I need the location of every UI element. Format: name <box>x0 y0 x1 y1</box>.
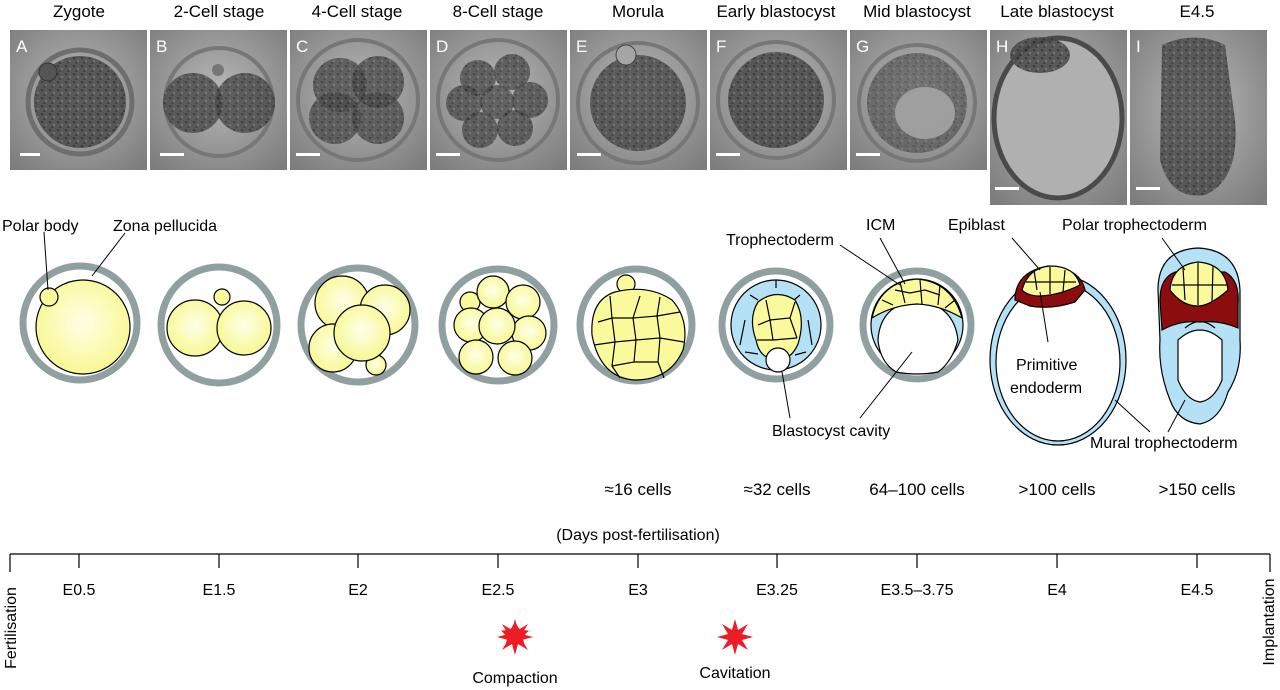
cell-count: >100 cells <box>1018 480 1095 499</box>
micrograph-panel-e: E <box>570 30 707 170</box>
label-polar-body: Polar body <box>2 218 79 235</box>
micrograph-row: A B C <box>10 30 1267 205</box>
micrograph-panel-a: A <box>10 30 147 170</box>
panel-letter: D <box>436 37 448 56</box>
timeline-tick: E0.5 <box>63 582 96 599</box>
panel-letter: E <box>576 37 587 56</box>
schematic-e4-5 <box>1157 247 1241 425</box>
micrograph-panel-d: D <box>430 30 567 170</box>
timeline-tick: E4 <box>1047 582 1067 599</box>
stage-title: Late blastocyst <box>1000 2 1114 21</box>
label-polar-trophectoderm: Polar trophectoderm <box>1062 217 1207 234</box>
micrograph-panel-f: F <box>710 30 847 170</box>
micrograph-panel-g: G <box>850 30 987 170</box>
cell-counts: ≈16 cells ≈32 cells 64–100 cells >100 ce… <box>605 480 1236 499</box>
panel-letter: I <box>1136 37 1141 56</box>
schematic-late-blastocyst <box>989 265 1127 446</box>
schematic-row <box>19 247 1241 446</box>
timeline-tick: E2 <box>348 582 368 599</box>
label-icm: ICM <box>866 217 895 234</box>
label-mural-trophectoderm: Mural trophectoderm <box>1090 435 1238 452</box>
schematic-4-cell <box>297 264 419 386</box>
stage-title: 4-Cell stage <box>312 2 403 21</box>
timeline-tick: E3.5–3.75 <box>881 582 954 599</box>
timeline-start-label: Fertilisation <box>3 587 20 669</box>
event-cavitation: Cavitation <box>699 665 770 682</box>
event-compaction: Compaction <box>472 670 557 687</box>
timeline-title: (Days post-fertilisation) <box>556 527 720 544</box>
label-blastocyst-cavity: Blastocyst cavity <box>772 423 890 440</box>
timeline-tick: E2.5 <box>482 582 515 599</box>
stage-title: 8-Cell stage <box>453 2 544 21</box>
stage-title: Early blastocyst <box>716 2 835 21</box>
micrograph-panel-c: C <box>290 30 427 170</box>
label-zona-pellucida: Zona pellucida <box>113 218 217 235</box>
stage-title: Morula <box>612 2 665 21</box>
schematic-2-cell <box>157 263 281 387</box>
cell-count: >150 cells <box>1158 480 1235 499</box>
panel-letter: G <box>856 37 869 56</box>
timeline-tick: E1.5 <box>203 582 236 599</box>
label-primitive-endoderm: Primitive <box>1016 357 1077 374</box>
micrograph-panel-b: B <box>150 30 287 170</box>
schematic-8-cell <box>438 265 558 385</box>
label-trophectoderm: Trophectoderm <box>726 232 834 249</box>
panel-letter: F <box>716 37 726 56</box>
cell-count: 64–100 cells <box>869 480 964 499</box>
stage-title: Mid blastocyst <box>863 2 971 21</box>
timeline-end-label: Implantation <box>1261 578 1278 665</box>
stage-titles: Zygote 2-Cell stage 4-Cell stage 8-Cell … <box>53 2 1214 21</box>
timeline-tick: E4.5 <box>1181 582 1214 599</box>
schematic-mid-blastocyst <box>859 267 975 383</box>
cell-count: ≈16 cells <box>605 480 672 499</box>
stage-title: 2-Cell stage <box>174 2 265 21</box>
micrograph-panel-i: I <box>1130 30 1267 205</box>
panel-letter: H <box>996 37 1008 56</box>
schematic-early-blastocyst <box>718 267 834 383</box>
label-primitive-endoderm: endoderm <box>1010 380 1082 397</box>
micrograph-panel-h: H <box>990 30 1127 205</box>
timeline-tick: E3.25 <box>756 582 798 599</box>
panel-letter: A <box>16 37 28 56</box>
stage-title: E4.5 <box>1180 2 1215 21</box>
stage-title: Zygote <box>53 2 105 21</box>
panel-letter: B <box>156 37 167 56</box>
schematic-morula <box>576 265 696 385</box>
timeline: (Days post-fertilisation) E0.5 E1.5 E2 E… <box>3 527 1278 687</box>
label-epiblast: Epiblast <box>948 217 1005 234</box>
schematic-zygote <box>19 262 141 384</box>
compaction-star-burst-icon <box>497 619 533 655</box>
panel-letter: C <box>296 37 308 56</box>
schematic-labels: Polar body Zona pellucida Trophectoderm … <box>2 217 1238 452</box>
cell-count: ≈32 cells <box>744 480 811 499</box>
timeline-tick: E3 <box>628 582 648 599</box>
cavitation-star-burst-icon <box>717 619 753 655</box>
